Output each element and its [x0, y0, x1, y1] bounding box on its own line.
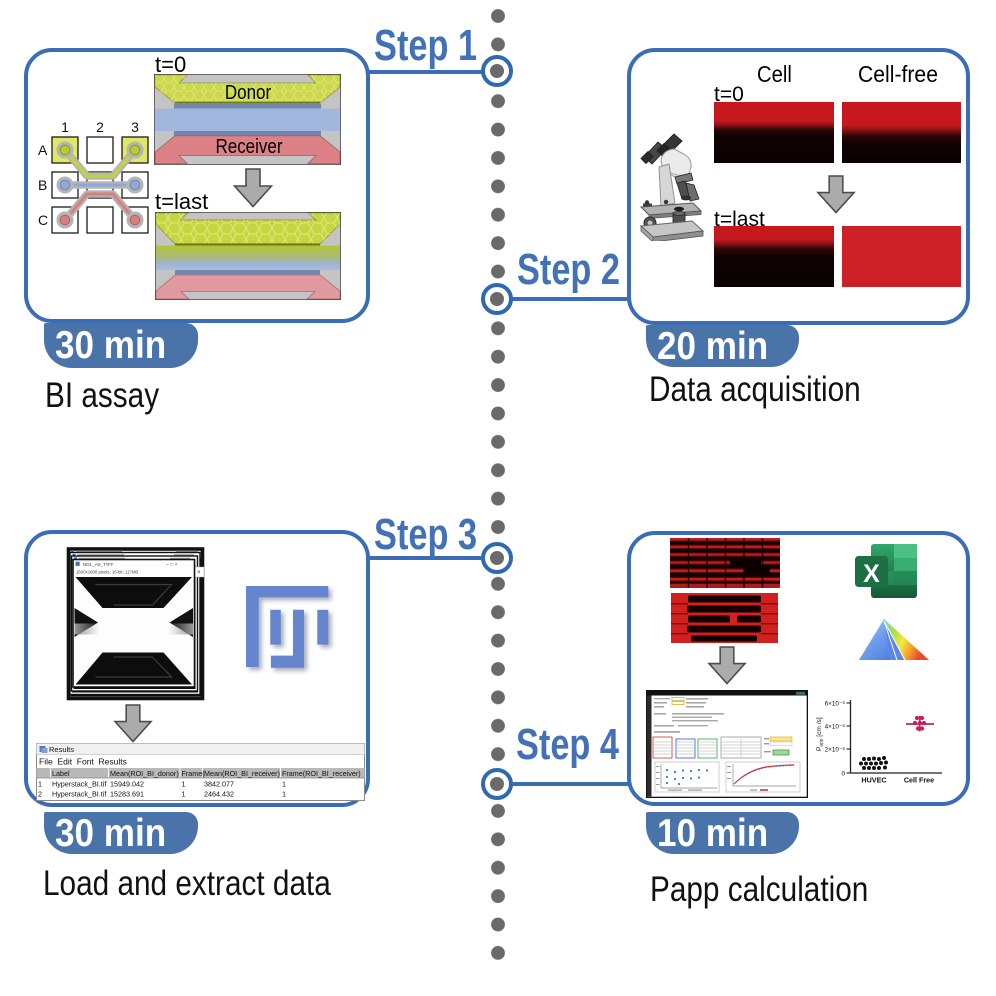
svg-text:Results: Results: [49, 745, 74, 754]
svg-text:Cell Free: Cell Free: [904, 776, 934, 785]
svg-text:15283.691: 15283.691: [110, 790, 144, 799]
svg-text:2×10⁻⁶: 2×10⁻⁶: [825, 746, 846, 753]
svg-text:ND1_A5_TIFF: ND1_A5_TIFF: [83, 562, 114, 568]
svg-text:Papp [cm /s]: Papp [cm /s]: [816, 717, 825, 751]
svg-text:4×10⁻⁶: 4×10⁻⁶: [825, 723, 846, 730]
svg-text:1600x1600 pixels; 16-bit; 117M: 1600x1600 pixels; 16-bit; 117MB: [76, 570, 138, 575]
svg-text:1: 1: [61, 119, 69, 135]
svg-text:A: A: [38, 142, 48, 158]
svg-text:0: 0: [841, 770, 845, 777]
svg-text:3: 3: [131, 119, 139, 135]
svg-text:1: 1: [182, 790, 186, 799]
svg-text:1: 1: [38, 780, 42, 789]
svg-text:Mean(ROI_BI_receiver): Mean(ROI_BI_receiver): [204, 769, 280, 778]
svg-text:X: X: [863, 560, 880, 588]
svg-text:Frame(: Frame(: [182, 769, 206, 778]
svg-text:×: ×: [197, 570, 201, 576]
svg-text:2: 2: [38, 790, 42, 799]
svg-text:Donor: Donor: [225, 81, 271, 104]
svg-text:B: B: [38, 177, 47, 193]
svg-text:Receiver: Receiver: [215, 135, 282, 158]
svg-text:– □ ×: – □ ×: [166, 562, 178, 568]
svg-text:2: 2: [96, 119, 104, 135]
svg-text:Frame(ROI_BI_receiver): Frame(ROI_BI_receiver): [282, 769, 361, 778]
svg-text:Hyperstack_BI.tif: Hyperstack_BI.tif: [52, 790, 106, 799]
svg-text:1: 1: [282, 790, 286, 799]
svg-text:HUVEC: HUVEC: [861, 776, 886, 785]
svg-text:File Edit Font Results: File Edit Font Results: [39, 757, 127, 767]
svg-text:Label: Label: [52, 769, 70, 778]
svg-text:3842.077: 3842.077: [204, 780, 234, 789]
svg-text:6×10⁻⁶: 6×10⁻⁶: [825, 700, 846, 707]
svg-text:Hyperstack_BI.tif: Hyperstack_BI.tif: [52, 780, 106, 789]
svg-text:C: C: [38, 212, 48, 228]
svg-text:15949.042: 15949.042: [110, 780, 144, 789]
svg-text:Mean(ROI_BI_donor): Mean(ROI_BI_donor): [110, 769, 179, 778]
svg-text:1: 1: [182, 780, 186, 789]
svg-text:1: 1: [282, 780, 286, 789]
svg-text:2464.432: 2464.432: [204, 790, 234, 799]
